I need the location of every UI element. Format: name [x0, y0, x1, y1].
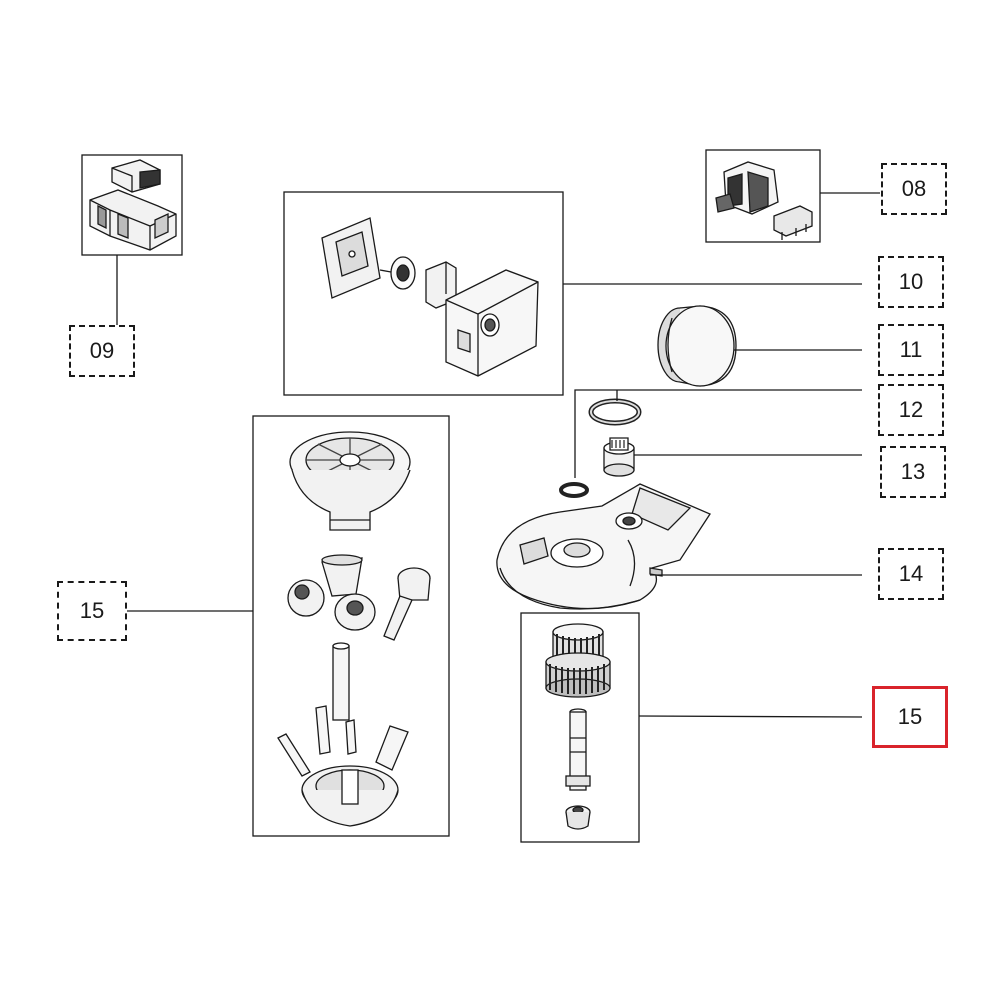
part-11-cap[interactable] [657, 305, 737, 387]
part-08-box[interactable] [705, 149, 821, 243]
leader-line-15-right [638, 715, 863, 718]
leader-line-12a [574, 389, 862, 478]
callout-14[interactable]: 14 [878, 548, 944, 600]
callout-12[interactable]: 12 [878, 384, 944, 436]
callout-15-right-selected[interactable]: 15 [872, 686, 948, 748]
callout-15-left[interactable]: 15 [57, 581, 127, 641]
part-14-base-plate[interactable] [496, 483, 711, 610]
callout-09[interactable]: 09 [69, 325, 135, 377]
part-13-small-gear[interactable] [603, 437, 635, 477]
part-15-left-box[interactable] [252, 415, 450, 837]
callout-13[interactable]: 13 [880, 446, 946, 498]
callout-11[interactable]: 11 [878, 324, 944, 376]
part-09-box[interactable] [81, 154, 183, 256]
callout-08[interactable]: 08 [881, 163, 947, 215]
part-12-o-ring[interactable] [559, 398, 642, 498]
part-15-right-box[interactable] [520, 612, 640, 843]
part-10-box[interactable] [283, 191, 564, 396]
callout-10[interactable]: 10 [878, 256, 944, 308]
